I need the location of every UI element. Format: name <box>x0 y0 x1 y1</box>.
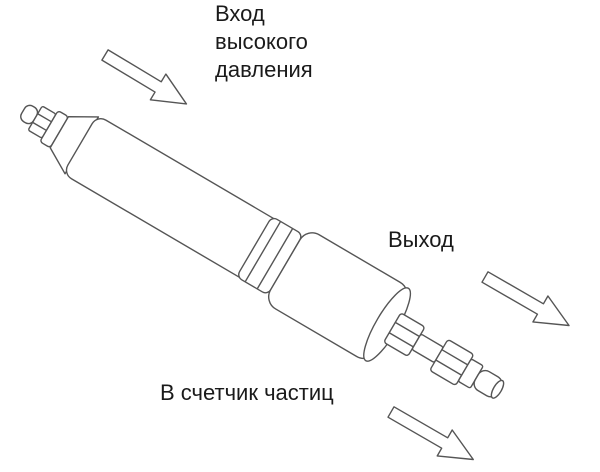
inlet-cone <box>49 115 100 175</box>
counter-label: В счетчик частиц <box>160 380 334 405</box>
arrow-outlet-icon <box>481 271 570 327</box>
inlet-label: Вход высокого давления <box>215 0 313 84</box>
outlet-label: Выход <box>388 227 454 252</box>
arrow-inlet-icon <box>101 49 188 105</box>
inlet-label-line-3: давления <box>215 57 313 82</box>
filter-device <box>20 104 505 399</box>
inlet-label-line-1: Вход <box>215 1 265 26</box>
arrow-counter-icon <box>387 406 474 461</box>
inlet-label-line-2: высокого <box>215 29 308 54</box>
